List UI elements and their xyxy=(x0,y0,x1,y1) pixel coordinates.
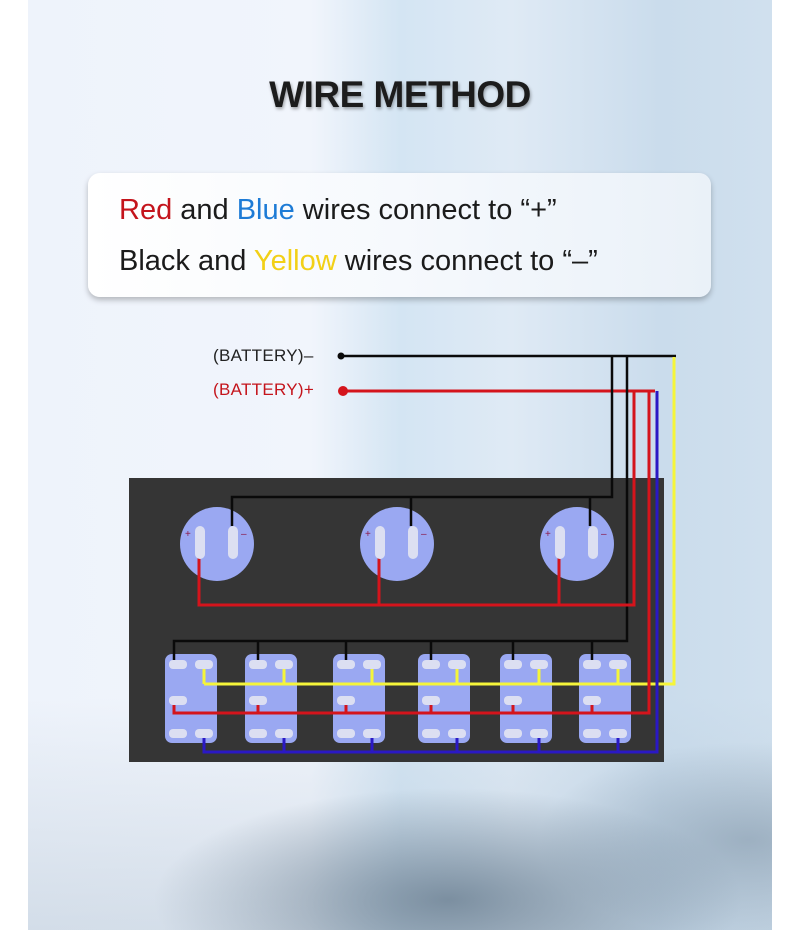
rocker-terminal xyxy=(504,696,522,705)
rocker-terminal xyxy=(609,729,627,738)
rocker-terminal xyxy=(195,660,213,669)
rocker-terminal xyxy=(422,729,440,738)
positive-terminal xyxy=(375,526,385,559)
rocker-terminal xyxy=(169,729,187,738)
instruction-card: Red and Blue wires connect to “+” Black … xyxy=(88,173,711,297)
minus-mark: – xyxy=(421,529,427,540)
rocker-terminal xyxy=(337,729,355,738)
battery-positive-dot xyxy=(338,386,348,396)
battery-negative-label: (BATTERY)– xyxy=(213,346,314,365)
rocker-terminal xyxy=(583,660,601,669)
positive-rest-text: wires connect to “+” xyxy=(294,194,557,226)
rocker-terminal xyxy=(448,729,466,738)
instruction-line-positive: Red and Blue wires connect to “+” xyxy=(119,194,557,227)
rocker-terminal xyxy=(249,729,267,738)
battery-positive-label: (BATTERY)+ xyxy=(213,380,315,399)
rocker-terminal xyxy=(583,729,601,738)
negative-terminal xyxy=(588,526,598,559)
plus-mark: + xyxy=(545,529,551,540)
rocker-terminal xyxy=(275,729,293,738)
red-round-wire xyxy=(197,391,636,607)
round-switch xyxy=(540,507,614,581)
negative-terminal xyxy=(228,526,238,559)
plus-mark: + xyxy=(365,529,371,540)
plus-mark: + xyxy=(185,529,191,540)
negative-rest-text: wires connect to “–” xyxy=(336,245,598,277)
page-title: WIRE METHOD xyxy=(269,74,531,115)
rocker-terminal xyxy=(337,696,355,705)
rocker-terminal xyxy=(363,660,381,669)
rocker-terminal xyxy=(249,660,267,669)
rocker-terminal xyxy=(337,660,355,669)
battery-negative-dot xyxy=(337,352,345,360)
yellow-word: Yellow xyxy=(253,245,337,277)
negative-terminal xyxy=(408,526,418,559)
positive-terminal xyxy=(555,526,565,559)
and-text: and xyxy=(172,194,237,226)
round-switch xyxy=(180,507,254,581)
wire-layer xyxy=(172,354,676,754)
instruction-line-negative: Black and Yellow wires connect to “–” xyxy=(119,245,598,278)
rocker-terminal xyxy=(448,660,466,669)
and-text: and xyxy=(189,245,254,277)
red-word: Red xyxy=(119,194,173,226)
rocker-terminal xyxy=(583,696,601,705)
rocker-terminal xyxy=(169,696,187,705)
rocker-terminal xyxy=(504,729,522,738)
rocker-terminal xyxy=(422,660,440,669)
blue-wire xyxy=(202,391,659,754)
rocker-terminal xyxy=(422,696,440,705)
minus-mark: – xyxy=(241,529,247,540)
rocker-terminal xyxy=(530,660,548,669)
round-switch xyxy=(360,507,434,581)
black-round-wire xyxy=(230,357,614,526)
rocker-terminal xyxy=(249,696,267,705)
red-rocker-wire xyxy=(172,391,651,715)
rocker-terminal xyxy=(363,729,381,738)
yellow-wire xyxy=(204,357,676,686)
rocker-terminal xyxy=(169,660,187,669)
terminal-layer: + – + – + – xyxy=(169,352,627,738)
rocker-terminal xyxy=(504,660,522,669)
black-word: Black xyxy=(119,245,190,277)
positive-terminal xyxy=(195,526,205,559)
blue-word: Blue xyxy=(236,194,295,226)
rocker-terminal xyxy=(195,729,213,738)
rocker-terminal xyxy=(530,729,548,738)
rocker-terminal xyxy=(609,660,627,669)
rocker-terminal xyxy=(275,660,293,669)
minus-mark: – xyxy=(601,529,607,540)
black-rocker-wire xyxy=(172,357,629,664)
